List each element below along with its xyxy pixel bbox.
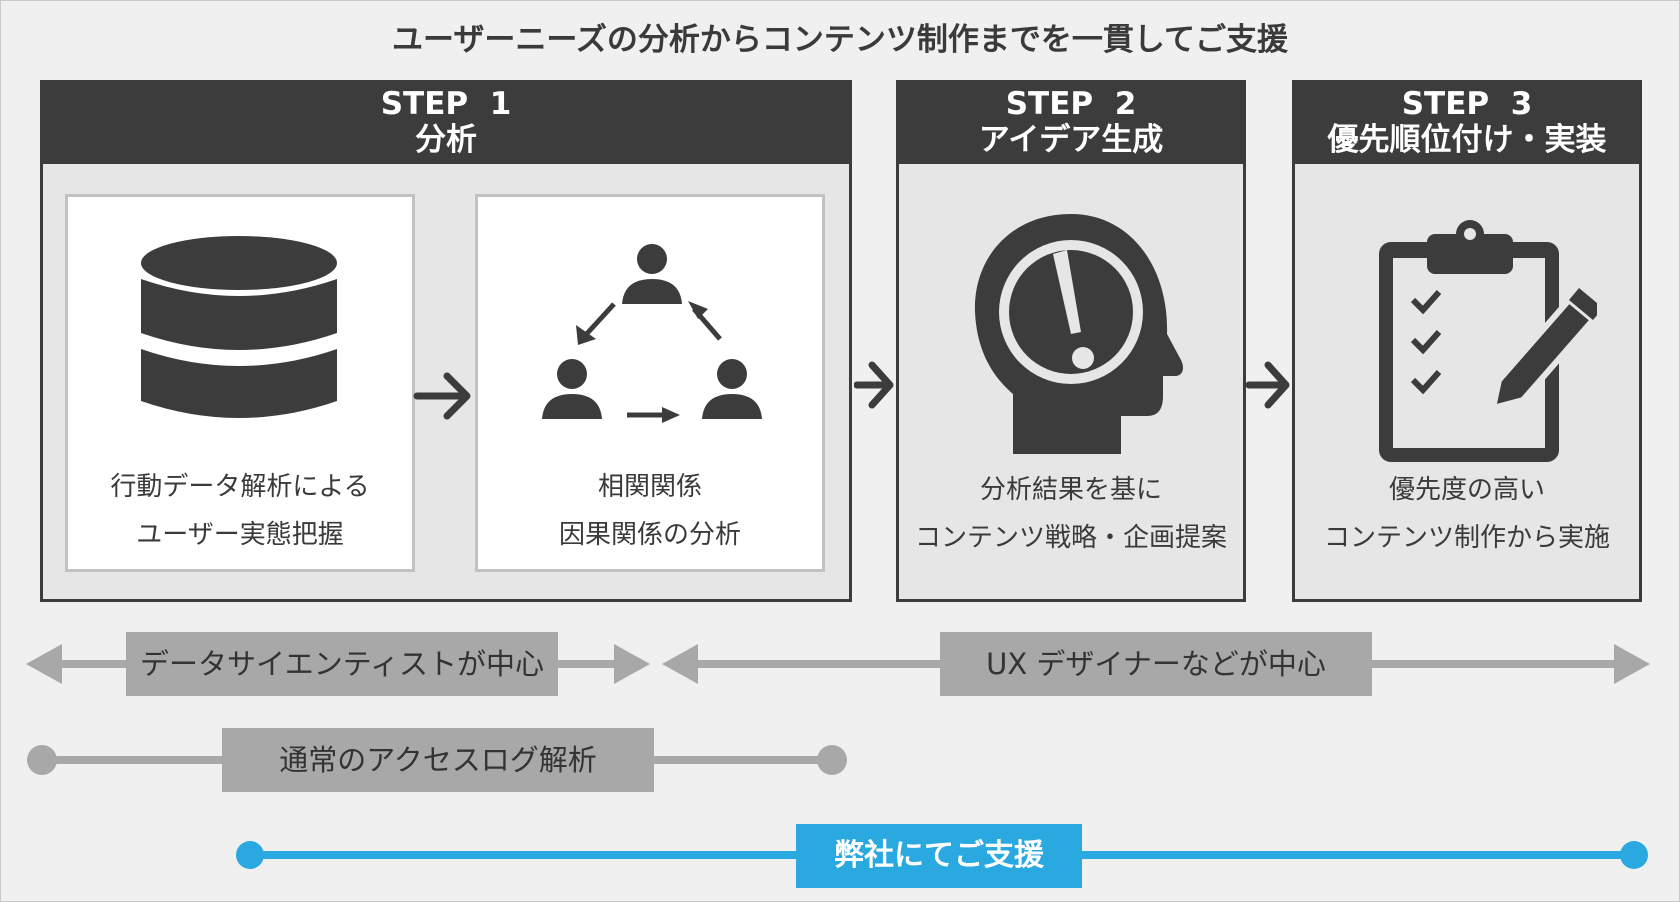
step-1-body: 行動データ解析による ユーザー実態把握 xyxy=(43,164,849,599)
clipboard-checklist-icon xyxy=(1379,220,1597,462)
step-2-name: アイデア生成 xyxy=(978,122,1164,158)
head-idea-icon xyxy=(974,214,1183,454)
step-2-line-2: コンテンツ戦略・企画提案 xyxy=(914,523,1227,553)
step-1-header: STEP 1 分析 xyxy=(40,80,852,170)
right-arrowhead-icon xyxy=(614,644,650,684)
step-1-label: STEP 1 xyxy=(380,86,512,122)
step-1-name: 分析 xyxy=(415,122,477,158)
left-arrowhead-icon xyxy=(26,644,62,684)
correlation-line-1: 相関関係 xyxy=(597,472,702,502)
range-endpoint-icon xyxy=(817,745,847,775)
behavior-data-line-2: ユーザー実態把握 xyxy=(136,520,344,550)
data-scientist-label: データサイエンティストが中心 xyxy=(126,632,558,696)
people-cycle-icon xyxy=(542,244,762,423)
step-3-body: 優先度の高い コンテンツ制作から実施 xyxy=(1295,164,1639,599)
step-3-name: 優先順位付け・実装 xyxy=(1327,122,1607,158)
behavior-data-line-1: 行動データ解析による xyxy=(110,472,370,502)
arrow-right-icon xyxy=(413,372,471,420)
our-support-label: 弊社にてご支援 xyxy=(796,824,1082,888)
behavior-data-card: 行動データ解析による ユーザー実態把握 xyxy=(65,194,415,572)
arrow-right-icon xyxy=(854,361,894,409)
step-3-label: STEP 3 xyxy=(1401,86,1533,122)
arrow-right-icon xyxy=(1246,361,1290,409)
correlation-line-2: 因果関係の分析 xyxy=(558,520,741,550)
step-2-label: STEP 2 xyxy=(1005,86,1137,122)
step-2-line-1: 分析結果を基に xyxy=(979,475,1162,505)
range-endpoint-icon xyxy=(236,841,264,869)
database-icon xyxy=(141,236,337,418)
step-3-line-1: 優先度の高い xyxy=(1388,475,1545,505)
step-2-panel: STEP 2 アイデア生成 分析結果を基に コンテンツ戦略・企画提案 xyxy=(896,80,1246,602)
right-arrowhead-icon xyxy=(1614,644,1650,684)
range-endpoint-icon xyxy=(1620,841,1648,869)
access-log-label: 通常のアクセスログ解析 xyxy=(222,728,654,792)
correlation-card: 相関関係 因果関係の分析 xyxy=(475,194,825,572)
step-3-header: STEP 3 優先順位付け・実装 xyxy=(1292,80,1642,170)
range-endpoint-icon xyxy=(27,745,57,775)
step-3-line-2: コンテンツ制作から実施 xyxy=(1323,523,1610,553)
step-2-body: 分析結果を基に コンテンツ戦略・企画提案 xyxy=(899,164,1243,599)
left-arrowhead-icon xyxy=(662,644,698,684)
step-3-panel: STEP 3 優先順位付け・実装 優先度の高い コンテンツ制作から実施 xyxy=(1292,80,1642,602)
step-2-header: STEP 2 アイデア生成 xyxy=(896,80,1246,170)
diagram-title: ユーザーニーズの分析からコンテンツ制作までを一貫してご支援 xyxy=(392,22,1288,58)
ux-designer-label: UX デザイナーなどが中心 xyxy=(940,632,1372,696)
step-1-panel: STEP 1 分析 行動データ解析による ユーザー実態把握 xyxy=(40,80,852,602)
